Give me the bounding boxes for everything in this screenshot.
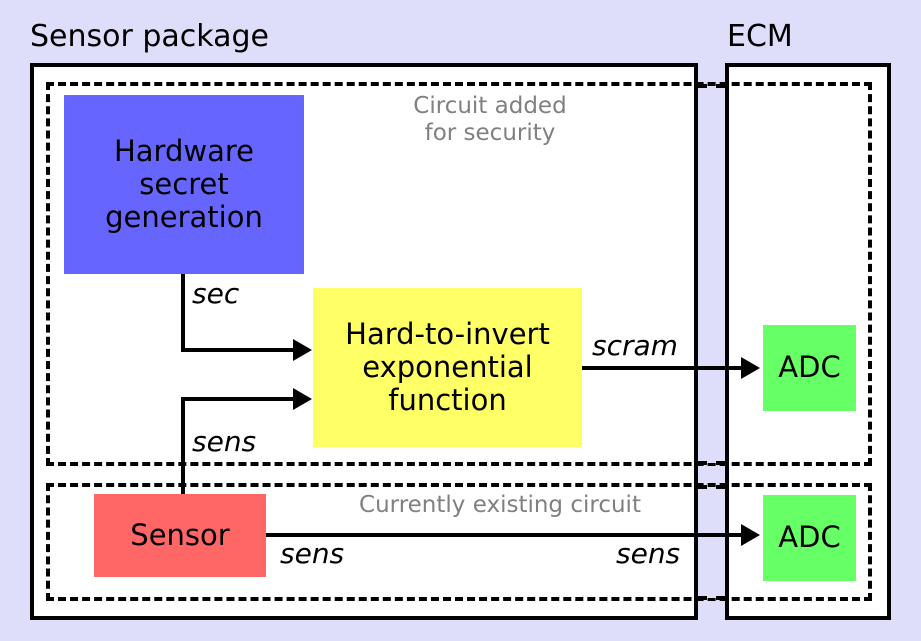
wire-sens-vertical	[181, 397, 185, 494]
gap-mask-bottom	[698, 487, 725, 598]
security-region-gap-dash-bottom	[698, 461, 725, 465]
ecm-title: ECM	[727, 19, 793, 54]
arrow-sens-into-adc	[741, 524, 760, 546]
arrow-sens-into-function	[293, 388, 312, 410]
signal-label-sens-output-right: sens	[616, 537, 681, 570]
security-region	[46, 82, 872, 466]
signal-label-sens-to-function: sens	[192, 425, 257, 458]
arrow-sec-into-function	[293, 339, 312, 361]
sensor-package-title: Sensor package	[30, 19, 270, 54]
signal-label-scram: scram	[592, 329, 678, 362]
adc-bottom-block[interactable]: ADC	[763, 495, 856, 581]
wire-scram	[582, 366, 743, 370]
gap-mask-top	[698, 86, 725, 463]
ecm-left-edge	[725, 63, 729, 620]
existing-circuit-note: Currently existing circuit	[359, 492, 641, 518]
wire-sec-horizontal	[181, 348, 295, 352]
existing-region-gap-dash-bottom	[698, 596, 725, 600]
security-region-note: Circuit added for security	[413, 93, 567, 146]
wire-sens-output	[266, 533, 743, 537]
hard-to-invert-exponential-function-block[interactable]: Hard-to-invert exponential function	[313, 288, 582, 447]
security-region-gap-dash-top	[698, 84, 725, 88]
signal-label-sec: sec	[192, 277, 240, 310]
adc-top-block[interactable]: ADC	[763, 325, 856, 411]
sensor-block[interactable]: Sensor	[94, 494, 266, 577]
wire-sec-vertical	[181, 274, 185, 352]
existing-region-gap-dash-top	[698, 485, 725, 489]
wire-sens-horizontal	[181, 397, 295, 401]
existing-circuit-region	[46, 483, 872, 601]
signal-label-sens-output-left: sens	[280, 537, 345, 570]
sensor-package-right-edge	[694, 63, 698, 620]
arrow-scram-into-adc	[741, 357, 760, 379]
hardware-secret-generation-block[interactable]: Hardware secret generation	[64, 95, 304, 274]
